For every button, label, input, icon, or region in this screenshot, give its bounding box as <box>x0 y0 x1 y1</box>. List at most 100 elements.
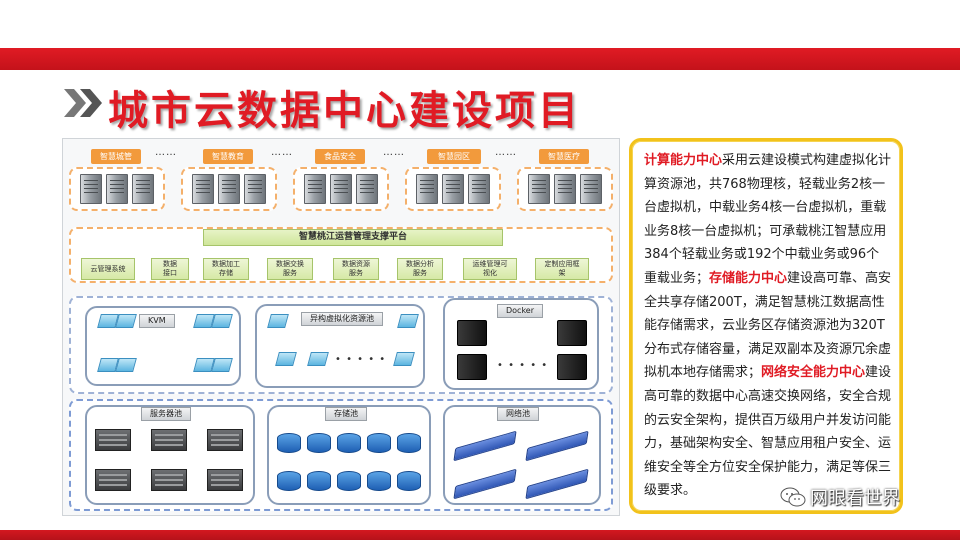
server-pool: 服务器池 <box>85 405 255 505</box>
kvm-label: KVM <box>139 314 175 328</box>
vm-cube-icon <box>307 352 329 366</box>
module-data-processing: 数据加工 存储 <box>203 258 249 280</box>
vm-cube-icon <box>115 314 137 328</box>
chain-dots: • • • • • <box>497 360 549 371</box>
storage-heading: 存储能力中心 <box>709 270 788 286</box>
virtualization-layer: KVM 异构虚拟化资源池 • • • • • Docker • • • • • <box>69 296 613 394</box>
vm-cube-icon <box>211 314 233 328</box>
switch-icon <box>525 430 589 462</box>
ellipsis: …… <box>271 147 293 158</box>
app-server-group <box>181 167 277 211</box>
ellipsis: …… <box>383 147 405 158</box>
rack-server-icon <box>207 469 243 491</box>
vm-cube-icon <box>393 352 415 366</box>
slide-title: 城市云数据中心建设项目 <box>108 88 581 134</box>
storage-pool-label: 存储池 <box>325 407 367 421</box>
app-server-group <box>517 167 613 211</box>
disk-icon <box>397 471 421 491</box>
top-banner-bar <box>0 48 960 70</box>
rack-server-icon <box>95 429 131 451</box>
server-icon <box>80 174 102 204</box>
server-pool-label: 服务器池 <box>141 407 191 421</box>
container-icon <box>457 320 487 346</box>
server-icon <box>132 174 154 204</box>
docker-pool: Docker • • • • • <box>443 298 599 390</box>
container-icon <box>557 320 587 346</box>
description-text: 计算能力中心采用云建设模式构建虚拟化计算资源池，共768物理核，轻载业务2核一台… <box>644 149 892 503</box>
disk-icon <box>277 471 301 491</box>
module-data-exchange: 数据交换 服务 <box>267 258 313 280</box>
app-server-group <box>293 167 389 211</box>
hetero-label: 异构虚拟化资源池 <box>301 312 383 326</box>
storage-pool: 存储池 <box>267 405 431 505</box>
rack-server-icon <box>151 429 187 451</box>
server-icon <box>528 174 550 204</box>
container-icon <box>457 354 487 380</box>
double-chevron-icon <box>64 89 102 117</box>
switch-icon <box>453 430 517 462</box>
module-ops-visual: 运维管理可 视化 <box>463 258 517 280</box>
support-platform: 智慧桃江运营管理支撑平台 云管理系统 数据 接口 数据加工 存储 数据交换 服务… <box>69 227 613 283</box>
vm-cube-icon <box>275 352 297 366</box>
watermark: 网眼看世界 <box>780 484 900 510</box>
module-data-interface: 数据 接口 <box>151 258 189 280</box>
vm-cube-icon <box>267 314 289 328</box>
switch-icon <box>453 468 517 500</box>
rack-server-icon <box>95 469 131 491</box>
server-icon <box>192 174 214 204</box>
server-icon <box>106 174 128 204</box>
hetero-pool: 异构虚拟化资源池 • • • • • <box>255 304 425 388</box>
module-data-analysis: 数据分析 服务 <box>397 258 443 280</box>
docker-label: Docker <box>497 304 544 318</box>
rack-server-icon <box>207 429 243 451</box>
disk-icon <box>397 433 421 453</box>
app-tag-education: 智慧教育 <box>203 149 253 164</box>
app-server-group <box>69 167 165 211</box>
module-data-resource: 数据资源 服务 <box>333 258 379 280</box>
container-icon <box>557 354 587 380</box>
compute-body: 采用云建设模式构建虚拟化计算资源池，共768物理核，轻载业务2核一台虚拟机，中载… <box>644 153 892 286</box>
vm-cube-icon <box>397 314 419 328</box>
app-server-group <box>405 167 501 211</box>
module-custom-app: 定制应用框 架 <box>535 258 589 280</box>
switch-icon <box>525 468 589 500</box>
app-tag-food-safety: 食品安全 <box>315 149 365 164</box>
module-cloud-mgmt: 云管理系统 <box>81 258 135 280</box>
platform-title: 智慧桃江运营管理支撑平台 <box>203 229 503 246</box>
server-icon <box>356 174 378 204</box>
vm-cube-icon <box>115 358 137 372</box>
security-body: 建设高可靠的数据中心高速交换网络，安全合规的云安全架构，提供百万级用户并发访问能… <box>644 365 892 499</box>
server-icon <box>244 174 266 204</box>
description-panel: 计算能力中心采用云建设模式构建虚拟化计算资源池，共768物理核，轻载业务2核一台… <box>629 138 903 514</box>
ellipsis: …… <box>495 147 517 158</box>
resource-pools-layer: 服务器池 存储池 网络池 <box>69 399 613 511</box>
storage-body: 建设高可靠、高安全共享存储200T，满足智慧桃江数据高性能存储需求，云业务区存储… <box>644 270 892 381</box>
kvm-pool: KVM <box>85 306 241 386</box>
app-tag-medical: 智慧医疗 <box>539 149 589 164</box>
server-icon <box>468 174 490 204</box>
wechat-icon <box>780 487 806 507</box>
disk-icon <box>307 471 331 491</box>
disk-icon <box>367 433 391 453</box>
rack-server-icon <box>151 469 187 491</box>
app-tag-urban: 智慧城管 <box>91 149 141 164</box>
vm-cube-icon <box>211 358 233 372</box>
compute-heading: 计算能力中心 <box>644 153 723 168</box>
disk-icon <box>277 433 301 453</box>
server-icon <box>554 174 576 204</box>
ellipsis: …… <box>155 147 177 158</box>
server-icon <box>416 174 438 204</box>
watermark-text: 网眼看世界 <box>810 488 900 509</box>
app-tag-park: 智慧园区 <box>427 149 481 164</box>
disk-icon <box>367 471 391 491</box>
server-icon <box>330 174 352 204</box>
server-icon <box>442 174 464 204</box>
disk-icon <box>337 471 361 491</box>
architecture-diagram: 智慧城管 …… 智慧教育 …… 食品安全 …… 智慧园区 …… 智慧医疗 智慧桃… <box>62 138 620 516</box>
server-icon <box>218 174 240 204</box>
disk-icon <box>307 433 331 453</box>
bottom-banner-bar <box>0 530 960 540</box>
network-pool-label: 网络池 <box>497 407 539 421</box>
server-icon <box>304 174 326 204</box>
network-pool: 网络池 <box>443 405 601 505</box>
